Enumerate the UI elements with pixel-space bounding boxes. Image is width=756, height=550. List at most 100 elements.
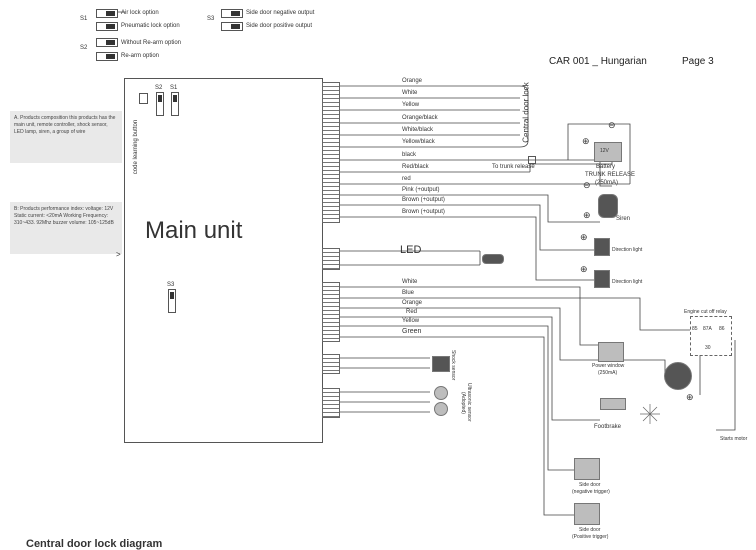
s3-switch[interactable] xyxy=(168,289,176,313)
pneumatic-lock-option: Pneumatic lock option xyxy=(121,23,180,29)
wire-label: Red xyxy=(406,309,418,315)
note-b: B: Products performance index: voltage: … xyxy=(10,202,122,254)
s2-label: S2 xyxy=(155,85,163,91)
footbrake-label: Footbrake xyxy=(594,424,622,430)
wire-label: White xyxy=(402,279,418,285)
led-label: LED xyxy=(400,244,422,256)
without-rearm-option: Without Re-arm option xyxy=(121,40,182,46)
s3-option-label: S3 xyxy=(207,16,215,22)
code-learning-button-label: code learning button xyxy=(133,119,140,175)
wire-label: Yellow xyxy=(402,102,420,108)
starter-motor-icon xyxy=(664,362,692,390)
plus-terminal-icon: ⊕ xyxy=(580,232,588,242)
diagram-caption: Central door lock diagram xyxy=(26,538,163,550)
wire-label: Orange xyxy=(402,78,423,84)
shock-sensor-icon xyxy=(432,356,450,372)
main-unit-title: Main unit xyxy=(145,217,243,244)
wire-label: Brown (+output) xyxy=(402,209,445,215)
side-positive-option: Side door positive output xyxy=(246,23,313,29)
rearm-option: Re-arm option xyxy=(121,53,160,59)
plus-terminal-icon: ⊕ xyxy=(686,392,694,402)
ultrasonic-sensor-icon xyxy=(434,386,448,400)
s1-option-label: S1 xyxy=(80,16,88,22)
s1-switch[interactable] xyxy=(171,92,179,116)
connector-shock-sensor xyxy=(322,354,340,374)
wire-label: Blue xyxy=(402,290,415,296)
wire-label: White xyxy=(402,90,418,96)
shock-sensor-label: Shock sensor xyxy=(450,350,456,381)
switch-icon xyxy=(96,9,118,18)
siren-label: Siren xyxy=(616,216,631,222)
side-door-neg-sub: (negative trigger) xyxy=(572,489,610,495)
side-door-pos-icon xyxy=(574,503,600,525)
minus-terminal-icon: ⊖ xyxy=(608,120,616,130)
direction-light-icon xyxy=(594,238,610,256)
engine-relay-label: Engine cut off relay xyxy=(684,309,727,315)
battery-label: Battery xyxy=(596,164,616,170)
wire-label: Orange/black xyxy=(402,115,438,121)
s3-label: S3 xyxy=(167,282,175,288)
relay-terminal: 86 xyxy=(719,326,725,332)
plus-terminal-icon: ⊕ xyxy=(583,210,591,220)
connector-main-harness xyxy=(322,82,340,223)
wire-label: Brown (+output) xyxy=(402,197,445,203)
direction-light-icon xyxy=(594,270,610,288)
side-door-neg-icon xyxy=(574,458,600,480)
battery-voltage: 12V xyxy=(600,148,609,154)
switch-icon xyxy=(221,22,243,31)
direction-light-label: Direction light xyxy=(612,279,643,285)
side-door-pos-label: Side door xyxy=(579,527,601,533)
switch-icon xyxy=(96,52,118,61)
air-lock-option: Air lock option xyxy=(121,10,159,16)
starts-motor-label: Starts motor xyxy=(720,436,748,442)
ultrasonic-sensor-label: Ultrasonic sensor xyxy=(466,383,472,422)
relay-terminal: 30 xyxy=(705,345,711,351)
wire-label: Red/black xyxy=(402,164,429,170)
wire-label: Green xyxy=(402,328,422,335)
wire-label: White/black xyxy=(402,127,434,133)
connector-second-harness xyxy=(322,282,340,342)
side-negative-option: Side door negative output xyxy=(246,10,315,16)
document-title: CAR 001 _ Hungarian xyxy=(549,56,647,67)
wire-label: Yellow xyxy=(402,318,420,324)
page-number: Page 3 xyxy=(682,56,714,67)
side-door-pos-sub: (Positive trigger) xyxy=(572,534,609,540)
plus-terminal-icon: ⊕ xyxy=(580,264,588,274)
battery-icon xyxy=(594,142,622,162)
note-a: A. Products composition this products ha… xyxy=(10,111,122,163)
s2-option-label: S2 xyxy=(80,45,88,51)
switch-icon xyxy=(96,38,118,47)
wire-label: black xyxy=(402,152,417,158)
wire-label: Orange xyxy=(402,300,423,306)
siren-icon xyxy=(598,194,618,218)
relay-terminal: 85 xyxy=(692,326,698,332)
arrow-mark: > xyxy=(116,250,121,259)
relay-box xyxy=(690,316,732,356)
footbrake-pedal-icon xyxy=(600,398,626,410)
trunk-relay-icon xyxy=(528,156,536,164)
connector-ultrasonic xyxy=(322,388,340,418)
trunk-release-label: TRUNK RELEASE xyxy=(585,172,636,178)
switch-icon xyxy=(221,9,243,18)
s2-switch[interactable] xyxy=(156,92,164,116)
led-icon xyxy=(482,254,504,264)
relay-terminal: 87A xyxy=(703,326,712,332)
ultrasonic-sensor-sub: (Adopted) xyxy=(460,392,466,414)
power-window-label: Power window xyxy=(592,363,625,369)
wire-label: Yellow/black xyxy=(402,139,435,145)
power-window-icon xyxy=(598,342,624,362)
s1-label: S1 xyxy=(170,85,178,91)
ultrasonic-sensor-icon xyxy=(434,402,448,416)
connector-led xyxy=(322,248,340,270)
wire-label: Pink (+output) xyxy=(402,187,440,193)
code-learning-button[interactable] xyxy=(139,93,148,104)
central-lock-label: Central door lock xyxy=(521,82,531,143)
direction-light-label: Direction light xyxy=(612,247,643,253)
switch-icon xyxy=(96,22,118,31)
side-door-neg-label: Side door xyxy=(579,482,601,488)
power-window-current: (250mA) xyxy=(598,370,618,376)
plus-terminal-icon: ⊕ xyxy=(582,136,590,146)
trunk-release-wire-label: To trunk release xyxy=(492,164,535,170)
ground-terminal-icon: ⊖ xyxy=(583,180,591,190)
